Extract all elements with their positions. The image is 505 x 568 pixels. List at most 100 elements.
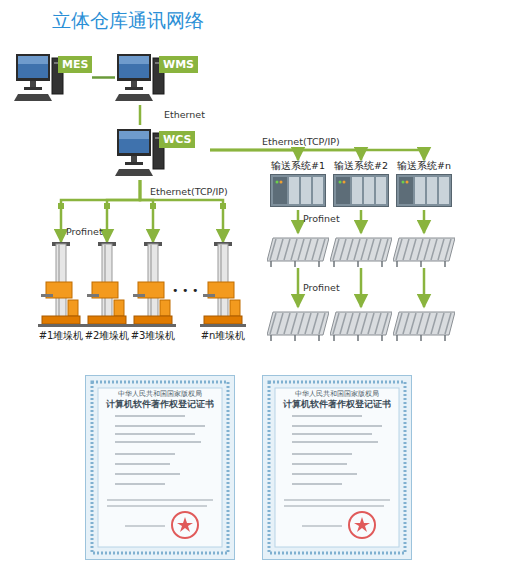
mast	[148, 244, 158, 318]
roller-conveyor	[393, 312, 455, 341]
system-name: WMS	[163, 58, 194, 71]
certificate-heading: 中华人民共和国国家版权局	[262, 389, 412, 399]
keyboard	[115, 169, 153, 176]
monitor-stand	[131, 81, 137, 87]
screen-highlight	[119, 56, 149, 64]
stacker-crane-icon	[200, 242, 246, 328]
plc-icon	[270, 174, 326, 208]
roller-conveyor	[393, 238, 455, 267]
stacker-crane-icon	[84, 242, 130, 328]
plc-module	[427, 177, 437, 204]
system-tag: MES	[58, 56, 92, 73]
monitor-base	[125, 162, 143, 165]
monitor-frame	[16, 54, 50, 81]
ground-rail	[130, 324, 176, 327]
stacker-name: #n堆垛机	[194, 330, 252, 342]
mast-stripe	[220, 244, 222, 318]
base-frame	[134, 316, 172, 324]
base-frame	[42, 316, 80, 324]
ground-rail	[38, 324, 84, 327]
base-frame	[88, 316, 126, 324]
profinet-line	[423, 268, 426, 307]
stacker-crane: #3堆垛机	[130, 242, 176, 344]
stacker-name: #1堆垛机	[32, 330, 90, 342]
plc-rack	[334, 175, 389, 207]
computer-icon	[115, 50, 165, 105]
plc-led	[339, 181, 342, 184]
stacker-crane: #n堆垛机	[200, 242, 246, 344]
plc-icon	[333, 174, 389, 208]
mast-stripe	[150, 244, 152, 318]
plc-icon	[396, 174, 452, 208]
fork	[41, 294, 53, 297]
control-cabinet	[68, 300, 78, 316]
monitor-base	[24, 87, 42, 90]
profinet-line	[297, 210, 300, 233]
fork	[87, 294, 99, 297]
network-link	[92, 76, 115, 79]
plc-cpu	[399, 177, 413, 204]
certificate-heading: 中华人民共和国国家版权局	[85, 389, 235, 399]
computer-node: WCS	[115, 125, 210, 180]
control-cabinet	[230, 300, 240, 316]
roller-conveyor	[267, 312, 329, 341]
control-cabinet	[160, 300, 170, 316]
plc-module	[289, 177, 299, 204]
system-name: MES	[62, 58, 88, 71]
mast-stripe	[104, 244, 106, 318]
plc-module	[364, 177, 374, 204]
plc-cpu	[336, 177, 350, 204]
ground-rail	[200, 324, 246, 327]
roller-conveyor	[267, 238, 329, 267]
conveyor-controller: 输送系统#2	[330, 160, 392, 208]
monitor-frame	[117, 129, 151, 156]
plc-led	[280, 181, 283, 184]
stacker-name: #2堆垛机	[78, 330, 136, 342]
monitor-screen	[18, 56, 48, 78]
stacker-crane: #2堆垛机	[84, 242, 130, 344]
ellipsis-mark: • • •	[172, 284, 198, 297]
plc-led	[402, 181, 405, 184]
base-frame	[204, 316, 242, 324]
profinet-line	[360, 210, 363, 233]
plc-module	[415, 177, 425, 204]
conveyor-controller: 输送系统#1	[267, 160, 329, 208]
fork	[203, 294, 215, 297]
conveyor-controller: 输送系统#n	[393, 160, 455, 208]
certificate-heading: 计算机软件著作权登记证书	[262, 399, 412, 411]
computer-icon	[14, 50, 64, 105]
stacker-crane-icon	[38, 242, 84, 328]
network-label: Profinet	[66, 226, 103, 237]
screen-highlight	[119, 131, 149, 139]
plc-rack	[271, 175, 326, 207]
roller-conveyor	[330, 238, 392, 267]
mast	[56, 244, 66, 318]
link-label: Ethernet	[164, 109, 205, 120]
mast-stripe	[58, 244, 60, 318]
keyboard	[115, 94, 153, 101]
monitor-stand	[30, 81, 36, 87]
network-link	[139, 105, 142, 125]
plc-module	[301, 177, 311, 204]
system-name: WCS	[163, 133, 191, 146]
conveyor-system-name: 输送系统#n	[393, 160, 455, 172]
profinet-line	[360, 268, 363, 307]
ground-rail	[84, 324, 130, 327]
network-label: Ethernet(TCP/IP)	[150, 186, 228, 197]
mast	[102, 244, 112, 318]
monitor-frame	[117, 54, 151, 81]
stacker-name: #3堆垛机	[124, 330, 182, 342]
network-label: Ethernet(TCP/IP)	[262, 136, 340, 147]
plc-module	[439, 177, 449, 204]
certificate-image	[263, 376, 412, 560]
network-label: Profinet	[303, 213, 340, 224]
certificate-image	[86, 376, 235, 560]
diagram-title: 立体仓库通讯网络	[52, 8, 204, 34]
keyboard	[14, 94, 52, 101]
monitor-base	[125, 87, 143, 90]
plc-module	[313, 177, 323, 204]
network-link	[210, 150, 361, 160]
